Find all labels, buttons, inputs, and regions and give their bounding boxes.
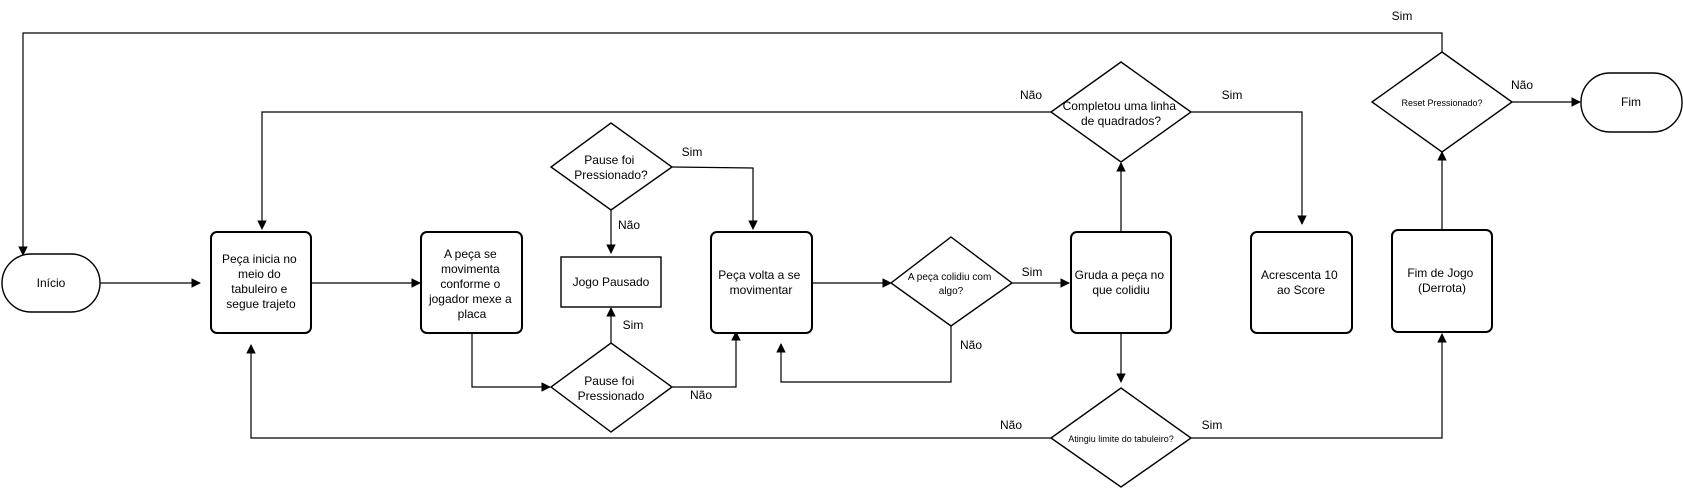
edge-colidiu-to-volta-nao: [776, 326, 952, 383]
edge-label-sim-colidiu: Sim: [1022, 265, 1043, 279]
peca-inicia-label: Peça inicia no meio do tabuleiro e segue…: [222, 252, 300, 311]
edge-pause-top-to-volta: [671, 166, 758, 230]
fim-jogo-box: [1391, 229, 1493, 333]
peca-inicia-box: [210, 231, 312, 334]
edge-label-sim-completou: Sim: [1222, 88, 1243, 102]
edge-label-nao-pause-bottom: Não: [690, 388, 712, 402]
gruda-peca-box: [1070, 231, 1172, 334]
edge-label-nao-completou: Não: [1020, 88, 1042, 102]
shapes: [1, 51, 1683, 488]
atingiu-diamond: [1049, 387, 1193, 488]
edge-completou-to-peca-inicia: [257, 111, 1051, 230]
completou-label: Completou uma linha de quadrados?: [1063, 99, 1180, 128]
jogo-pausado-box: [560, 256, 662, 308]
pause-top-label: Pause foi Pressionado?: [574, 153, 648, 182]
node-labels: Início Fim Peça inicia no meio do tabule…: [37, 95, 1641, 444]
connectors: [18, 32, 1581, 439]
gruda-peca-label: Gruda a peça no que colidiu: [1075, 268, 1168, 297]
colidiu-diamond: [889, 236, 1014, 327]
peca-volta-box: [710, 231, 813, 334]
pause-top-diamond: [549, 122, 674, 211]
edge-label-nao-atingiu: Não: [1000, 418, 1022, 432]
peca-movimenta-box: [420, 231, 523, 334]
pause-bottom-diamond: [549, 342, 674, 433]
fim-jogo-label: Fim de Jogo (Derrota): [1407, 266, 1476, 295]
edge-label-sim-pause-top: Sim: [682, 145, 703, 159]
jogo-pausado-label: Jogo Pausado: [573, 275, 650, 289]
completou-diamond: [1049, 61, 1193, 163]
edge-label-sim-reset-top: Sim: [1392, 9, 1413, 23]
fim-terminal: [1580, 72, 1683, 133]
pause-bottom-label: Pause foi Pressionado: [578, 374, 645, 403]
reset-label: Reset Pressionado?: [1401, 98, 1482, 108]
acrescenta-label: Acrescenta 10 ao Score: [1261, 268, 1341, 297]
edge-reset-to-inicio: [18, 32, 1443, 256]
atingiu-label: Atingiu limite do tabuleiro?: [1068, 434, 1174, 444]
edge-completou-to-acrescenta: [1191, 111, 1307, 225]
peca-colidiu-label: A peça colidiu com algo?: [908, 272, 994, 297]
peca-movimenta-label: A peça se movimenta conforme o jogador m…: [428, 247, 515, 321]
edge-label-sim-atingiu: Sim: [1202, 418, 1223, 432]
edge-label-nao-colidiu: Não: [960, 338, 982, 352]
inicio-label: Início: [37, 276, 66, 290]
edge-movimenta-to-pause-bottom: [471, 334, 551, 392]
reset-diamond: [1370, 51, 1514, 153]
inicio-terminal: [1, 253, 101, 313]
fim-label: Fim: [1621, 95, 1641, 109]
edge-pause-bottom-to-volta: [672, 331, 741, 388]
edge-label-nao-reset: Não: [1511, 78, 1533, 92]
edge-labels: Sim Não Não Sim Sim Não Sim Não Sim Não …: [618, 9, 1533, 432]
edge-atingiu-to-fim-jogo: [1191, 333, 1447, 439]
edge-atingiu-to-peca-inicia: [246, 344, 1051, 439]
edge-label-sim-pause-bottom: Sim: [623, 318, 644, 332]
peca-volta-label: Peça volta a se movimentar: [718, 268, 803, 297]
acrescenta-box: [1250, 231, 1353, 334]
edge-label-nao-pause-top: Não: [618, 218, 640, 232]
